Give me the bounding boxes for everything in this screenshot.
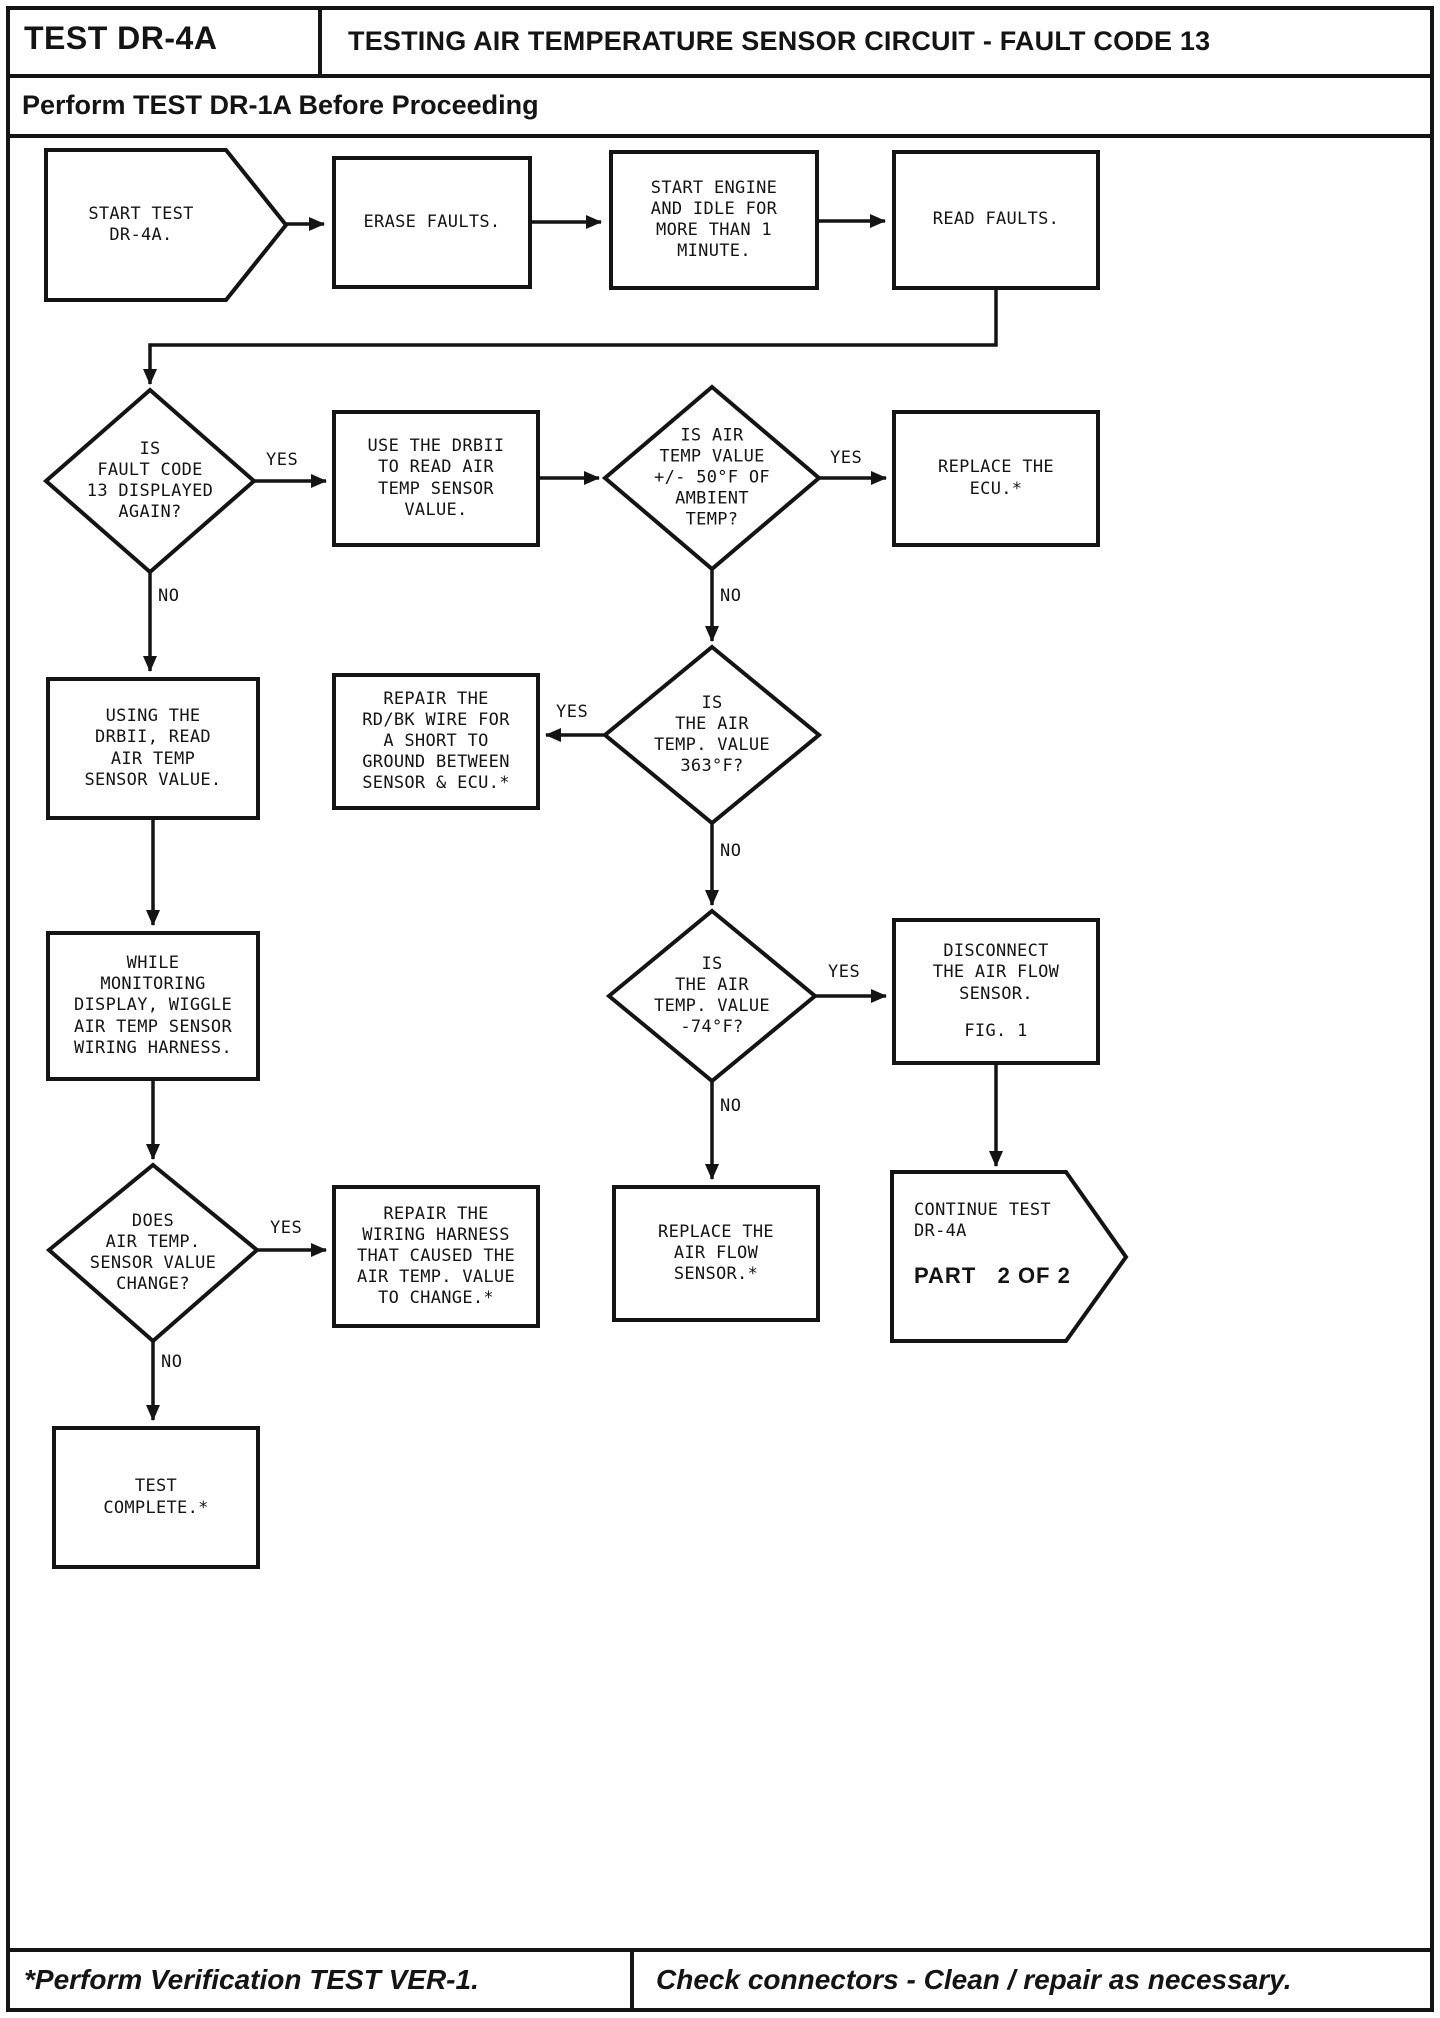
header-row1-rule bbox=[6, 74, 1434, 78]
diamond-363f-label: IS THE AIR TEMP. VALUE 363°F? bbox=[654, 692, 770, 777]
page-title: TESTING AIR TEMPERATURE SENSOR CIRCUIT -… bbox=[348, 26, 1211, 56]
node-test-complete: TEST COMPLETE.* bbox=[52, 1426, 260, 1569]
footer-connectors-note: Check connectors - Clean / repair as nec… bbox=[656, 1964, 1292, 1995]
diamond-fault-code-13-label: IS FAULT CODE 13 DISPLAYED AGAIN? bbox=[86, 438, 214, 523]
figure-reference: FIG. 1 bbox=[964, 1020, 1028, 1041]
node-replace-ecu: REPLACE THE ECU.* bbox=[892, 410, 1100, 547]
node-continue-test-label: CONTINUE TEST DR-4A bbox=[914, 1200, 1051, 1242]
branch-label-d3-yes: YES bbox=[556, 702, 589, 722]
node-disconnect-airflow-label: DISCONNECT THE AIR FLOW SENSOR. bbox=[932, 941, 1060, 1004]
page-subtitle: Perform TEST DR-1A Before Proceeding bbox=[22, 90, 539, 120]
branch-label-d5-yes: YES bbox=[270, 1218, 303, 1238]
node-disconnect-airflow: DISCONNECT THE AIR FLOW SENSOR. FIG. 1 bbox=[892, 918, 1100, 1065]
branch-label-d4-yes: YES bbox=[828, 962, 861, 982]
connector-read-to-d1 bbox=[143, 290, 998, 385]
diamond-363f bbox=[601, 644, 823, 826]
branch-label-d1-yes: YES bbox=[266, 450, 299, 470]
footer-rule bbox=[6, 1948, 1434, 1952]
branch-label-d3-no: NO bbox=[720, 841, 742, 861]
test-id: TEST DR-4A bbox=[24, 20, 218, 56]
continue-part-label: PART 2 OF 2 bbox=[914, 1263, 1071, 1289]
diamond-value-change bbox=[45, 1162, 261, 1344]
branch-label-d2-yes: YES bbox=[830, 448, 863, 468]
node-start-label: START TEST DR-4A. bbox=[88, 203, 194, 245]
header-row2-rule bbox=[6, 134, 1434, 138]
node-wiggle-harness: WHILE MONITORING DISPLAY, WIGGLE AIR TEM… bbox=[46, 931, 260, 1081]
diamond-value-change-label: DOES AIR TEMP. SENSOR VALUE CHANGE? bbox=[89, 1210, 217, 1295]
branch-label-d5-no: NO bbox=[161, 1352, 183, 1372]
node-repair-harness: REPAIR THE WIRING HARNESS THAT CAUSED TH… bbox=[332, 1185, 540, 1328]
node-repair-rdbk-wire: REPAIR THE RD/BK WIRE FOR A SHORT TO GRO… bbox=[332, 673, 540, 810]
node-erase-faults: ERASE FAULTS. bbox=[332, 156, 532, 289]
diamond-ambient-temp bbox=[601, 384, 823, 572]
branch-label-d1-no: NO bbox=[158, 586, 180, 606]
node-replace-airflow: REPLACE THE AIR FLOW SENSOR.* bbox=[612, 1185, 820, 1322]
node-using-drbii: USING THE DRBII, READ AIR TEMP SENSOR VA… bbox=[46, 677, 260, 820]
branch-label-d4-no: NO bbox=[720, 1096, 742, 1116]
node-use-drbii: USE THE DRBII TO READ AIR TEMP SENSOR VA… bbox=[332, 410, 540, 547]
node-continue-test: CONTINUE TEST DR-4A PART 2 OF 2 bbox=[900, 1172, 1110, 1341]
footer-verification-note: *Perform Verification TEST VER-1. bbox=[24, 1964, 479, 1995]
footer-divider bbox=[630, 1948, 634, 2012]
node-read-faults: READ FAULTS. bbox=[892, 150, 1100, 290]
diamond-minus74f bbox=[605, 908, 819, 1084]
diamond-minus74f-label: IS THE AIR TEMP. VALUE -74°F? bbox=[654, 953, 770, 1038]
start-terminal-shape bbox=[44, 148, 289, 302]
diamond-fault-code-13 bbox=[42, 387, 258, 575]
node-start-engine: START ENGINE AND IDLE FOR MORE THAN 1 MI… bbox=[609, 150, 819, 290]
branch-label-d2-no: NO bbox=[720, 586, 742, 606]
continue-terminal-shape bbox=[890, 1170, 1129, 1343]
header-test-id-divider bbox=[318, 10, 322, 74]
diamond-ambient-temp-label: IS AIR TEMP VALUE +/- 50°F OF AMBIENT TE… bbox=[654, 425, 770, 530]
